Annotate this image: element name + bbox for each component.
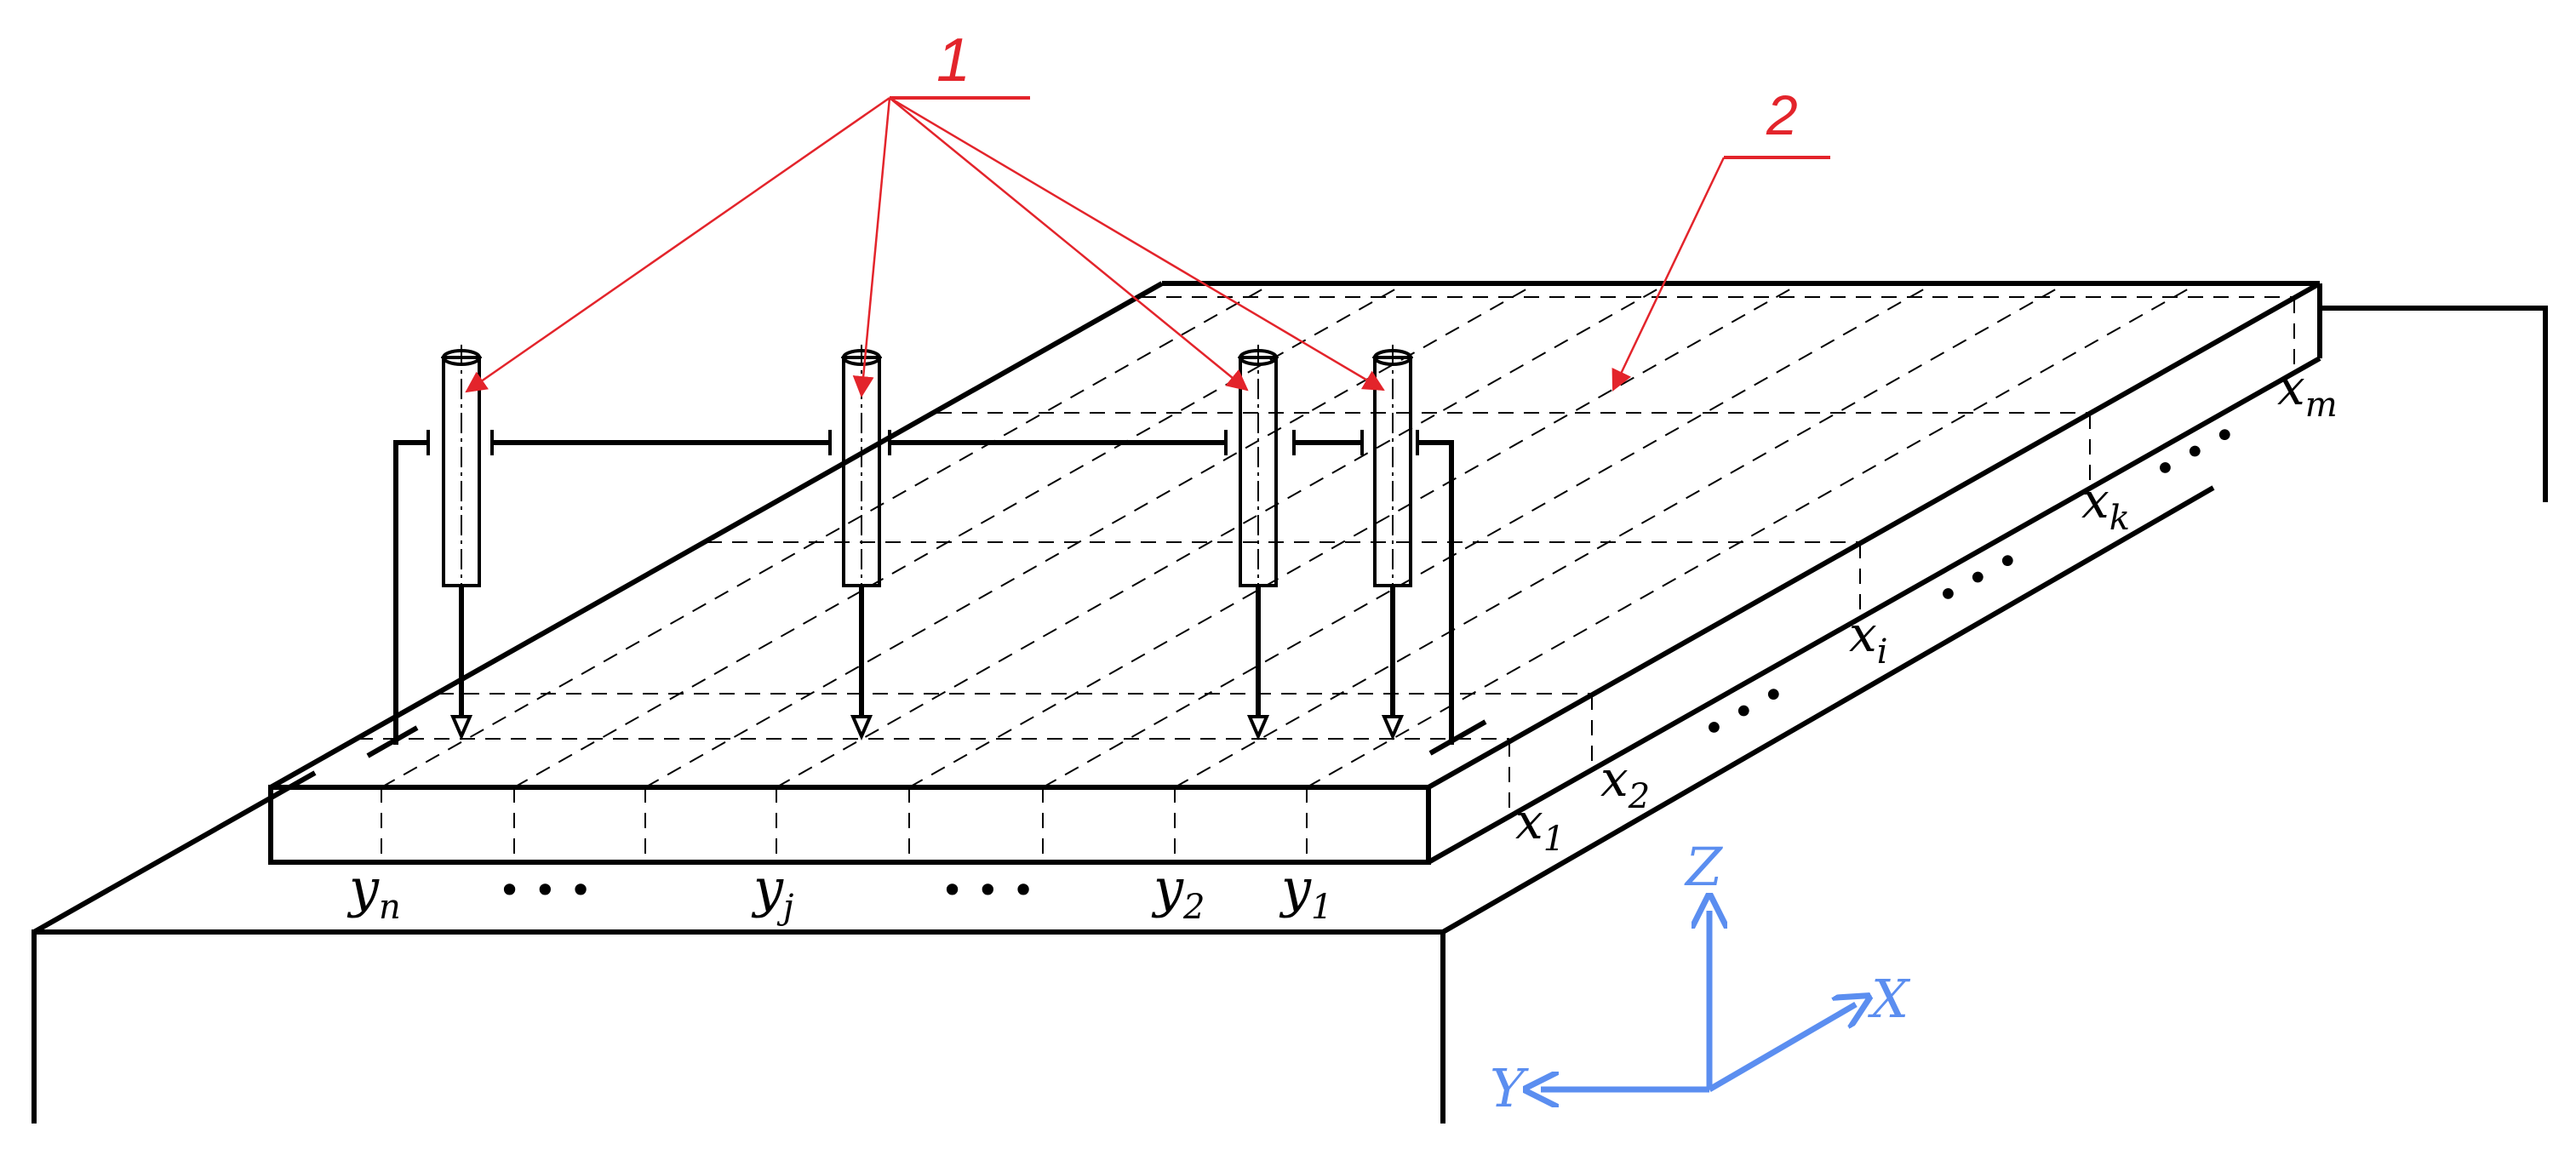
x-label-xi: xi [1849, 605, 1888, 672]
svg-text:yj: yj [751, 857, 793, 927]
probe-2 [841, 345, 882, 741]
coordinate-axes: Z X Y [1490, 836, 1911, 1119]
svg-text:x2: x2 [1600, 750, 1650, 816]
svg-text:yn: yn [346, 857, 401, 927]
y-label-y1: y1 [1279, 857, 1332, 927]
front-face-ticks [381, 787, 1308, 862]
x-axis-label: X [1868, 968, 1911, 1030]
x-label-xm: xm [2277, 358, 2338, 425]
y-label-yj: yj [751, 857, 793, 927]
callout-2-label: 2 [1766, 83, 1798, 146]
x-label-x1: x1 [1515, 792, 1565, 859]
probe-3 [1238, 345, 1279, 741]
callout-1: 1 [465, 26, 1385, 398]
z-axis-label: Z [1684, 836, 1723, 898]
svg-text:xk: xk [2081, 472, 2130, 538]
x-axis [1708, 1004, 1856, 1093]
svg-text:xi: xi [1849, 605, 1888, 672]
callout-2: 2 [1611, 83, 1830, 392]
x-label-x2: x2 [1600, 750, 1650, 816]
x-label-xk: xk [2081, 472, 2130, 538]
y-axis-label: Y [1490, 1057, 1529, 1119]
probe-1 [441, 345, 482, 741]
svg-text:xm: xm [2277, 358, 2338, 425]
svg-text:x1: x1 [1515, 792, 1565, 859]
probe-4 [1372, 345, 1413, 741]
specimen-plate [268, 281, 2322, 865]
svg-text:y1: y1 [1279, 857, 1332, 927]
y-label-yn: yn [346, 857, 401, 927]
callout-1-label: 1 [936, 26, 970, 94]
probe-gantry [366, 430, 1487, 758]
x-ellipsis-3: • • • [2146, 412, 2246, 494]
y-label-y2: y2 [1151, 857, 1205, 927]
side-face-ticks [1508, 298, 2295, 809]
y-ellipsis-1: • • • [498, 867, 592, 913]
svg-text:y2: y2 [1151, 857, 1205, 927]
measurement-grid [358, 283, 2294, 788]
y-ellipsis-2: • • • [941, 867, 1035, 913]
base-table [31, 306, 2548, 1124]
